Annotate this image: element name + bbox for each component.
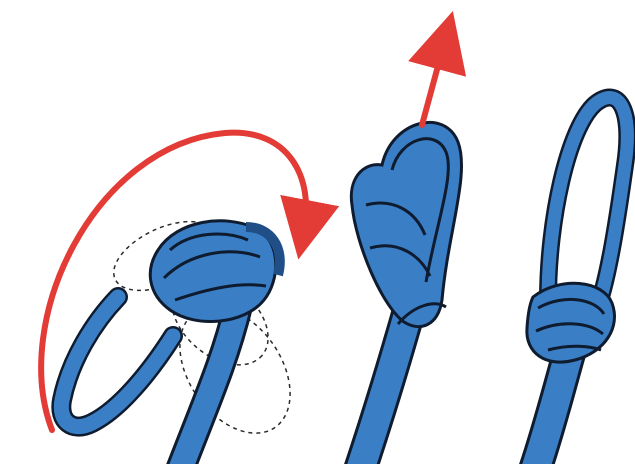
step-3-knot [527, 98, 627, 464]
step-1-knot [41, 133, 313, 464]
step-2-knot [351, 40, 461, 464]
step-1-knot-body [150, 221, 275, 322]
pull-arrow [422, 40, 445, 125]
